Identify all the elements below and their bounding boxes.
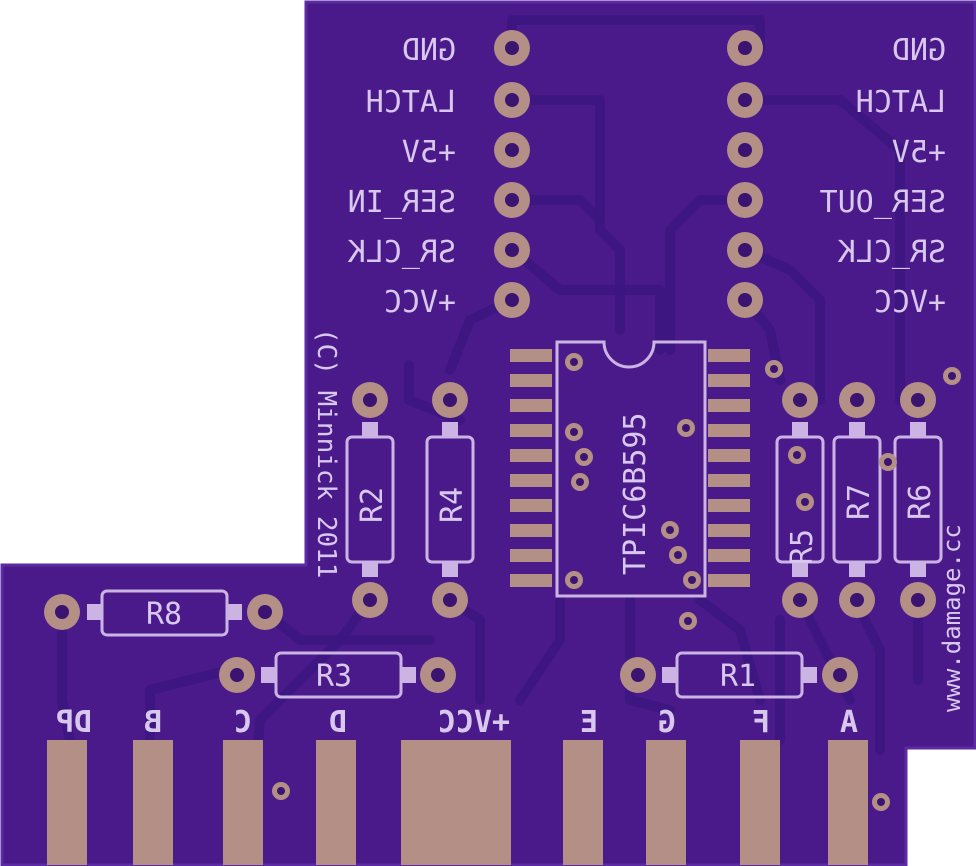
ic-outline (555, 340, 707, 598)
resistor-r7: R7 (832, 382, 882, 618)
r3-label: R3 (316, 659, 352, 694)
edge-label-e: E (580, 705, 598, 740)
right-label-latch: LATCH (856, 85, 946, 120)
resistor-r5: R5 (775, 382, 825, 618)
edge-label-c: C (234, 705, 252, 740)
edge-label-b: B (144, 705, 162, 740)
resistor-r8: R8 (44, 589, 283, 637)
edge-label-d: D (329, 705, 347, 740)
left-label-vcc: +VCC (384, 285, 456, 320)
r1-label: R1 (720, 659, 756, 694)
header-left-labels: GND LATCH +5V SER_IN SR_CLK +VCC (348, 33, 456, 320)
edge-label-dp: DP (56, 705, 92, 740)
r2-label: R2 (355, 487, 390, 523)
vias (272, 353, 961, 811)
left-label-latch: LATCH (366, 85, 456, 120)
right-label-5v: +5V (892, 135, 946, 170)
edge-label-a: A (840, 705, 858, 740)
resistor-r4: R4 (425, 382, 475, 618)
website-text: www.damage.cc (938, 524, 966, 712)
left-label-5v: +5V (402, 135, 456, 170)
r8-label: R8 (146, 597, 182, 632)
r6-label: R6 (903, 484, 938, 520)
right-label-gnd: GND (892, 33, 946, 68)
resistor-r1: R1 (620, 651, 858, 699)
right-label-ser-out: SER_OUT (820, 185, 946, 220)
header-right-pins (727, 30, 763, 318)
resistor-r3: R3 (219, 651, 456, 699)
copyright-text: (C) Minnick 2011 (311, 328, 341, 578)
edge-label-f: F (752, 705, 770, 740)
edge-label-vcc: +VCC (438, 705, 510, 740)
header-right-labels: GND LATCH +5V SER_OUT SR_CLK +VCC (820, 33, 946, 320)
ic-left-pads (510, 349, 552, 587)
ic-tpic6b595: TPIC6B595 (510, 340, 750, 598)
r7-label: R7 (842, 484, 877, 520)
resistor-r2: R2 (345, 382, 395, 618)
ic-right-pads (708, 349, 750, 587)
right-label-sr-clk: SR_CLK (838, 235, 946, 270)
right-label-vcc: +VCC (874, 285, 946, 320)
r5-label: R5 (785, 529, 820, 565)
left-label-gnd: GND (402, 33, 456, 68)
left-label-ser-in: SER_IN (348, 185, 456, 220)
left-label-sr-clk: SR_CLK (348, 235, 456, 270)
edge-connector-labels: DP B C D +VCC E G F A (56, 705, 858, 740)
header-left-pins (494, 30, 530, 318)
edge-connector (47, 740, 868, 865)
edge-label-g: G (658, 705, 676, 740)
resistor-r6: R6 (893, 382, 943, 618)
r4-label: R4 (435, 487, 470, 523)
ic-label: TPIC6B595 (618, 412, 653, 575)
